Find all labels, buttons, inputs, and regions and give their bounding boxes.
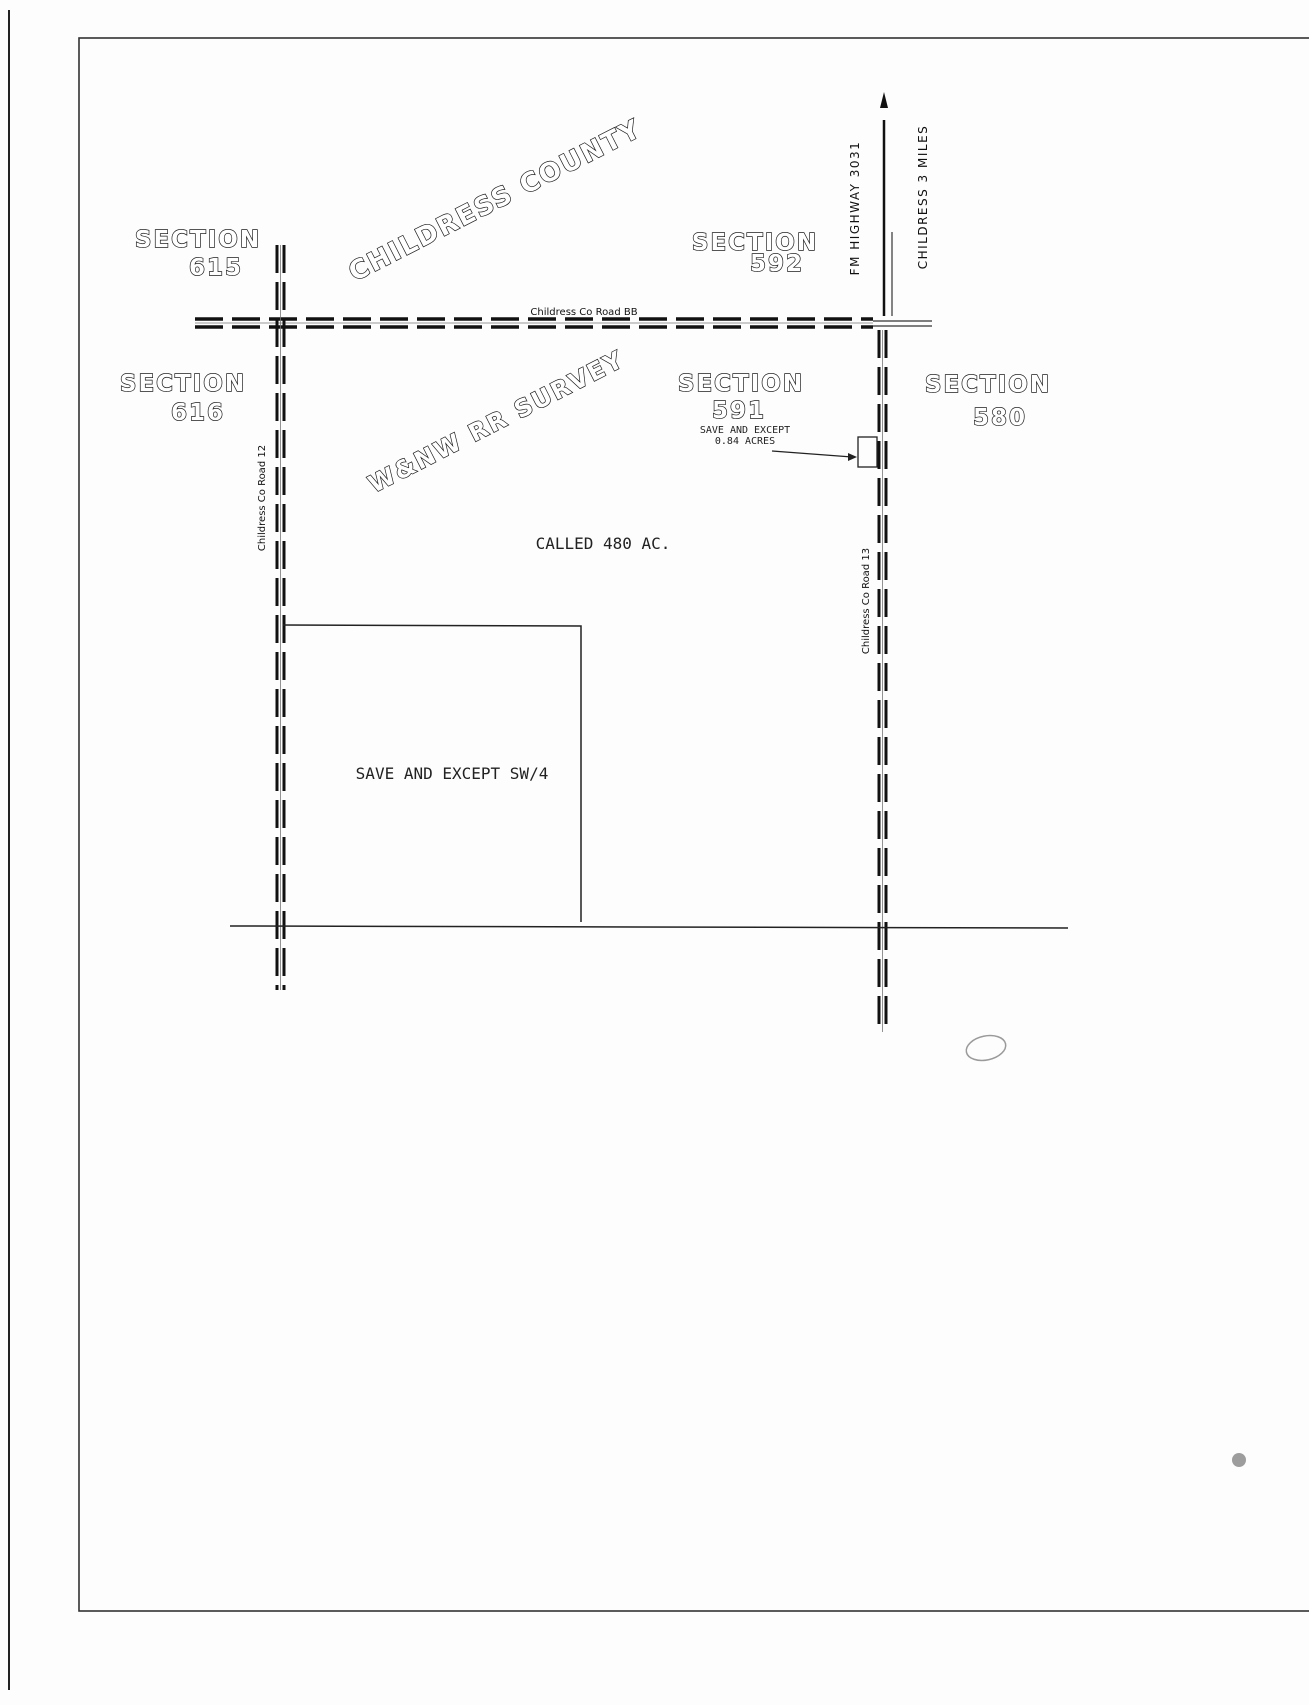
road-12 <box>275 245 286 990</box>
called-acres-label: CALLED 480 AC. <box>536 534 671 553</box>
leader-arrowhead <box>848 453 857 461</box>
section-615-number: 615 <box>189 255 243 281</box>
road-13-label: Childress Co Road 13 <box>861 548 872 654</box>
section-580-number: 580 <box>973 405 1027 431</box>
small-tract-leader <box>771 450 853 458</box>
section-580-word: SECTION <box>925 372 1051 398</box>
road-12-label: Childress Co Road 12 <box>257 445 268 551</box>
county-label: CHILDRESS COUNTY <box>344 114 647 288</box>
south-boundary-line <box>229 925 1069 929</box>
stray-circle-mark <box>965 1034 1007 1062</box>
punch-hole-mark <box>1232 1453 1246 1467</box>
section-616-word: SECTION <box>120 371 246 397</box>
survey-label: W&NW RR SURVEY <box>364 345 629 499</box>
sw4-tract-outline <box>282 624 582 922</box>
road-bb-label: Childress Co Road BB <box>530 307 637 318</box>
road-13 <box>877 330 888 1032</box>
fm-highway-label: FM HIGHWAY 3031 <box>848 141 862 276</box>
section-591-number: 591 <box>712 398 766 424</box>
childress-miles-label: CHILDRESS 3 MILES <box>916 125 930 270</box>
road-bb <box>195 317 932 329</box>
section-615-word: SECTION <box>135 227 261 253</box>
section-592-word: SECTION <box>692 230 818 256</box>
section-616-number: 616 <box>171 400 225 426</box>
page-border <box>78 37 1309 1612</box>
fm-highway-line <box>880 92 893 316</box>
section-591-word: SECTION <box>678 371 804 397</box>
small-tract-box <box>857 436 878 468</box>
section-592-number: 592 <box>750 251 804 277</box>
save-except-small-label-1: SAVE AND EXCEPT <box>700 425 790 436</box>
save-except-sw4-label: SAVE AND EXCEPT SW/4 <box>356 764 549 783</box>
save-except-small-label-2: 0.84 ACRES <box>715 436 775 447</box>
